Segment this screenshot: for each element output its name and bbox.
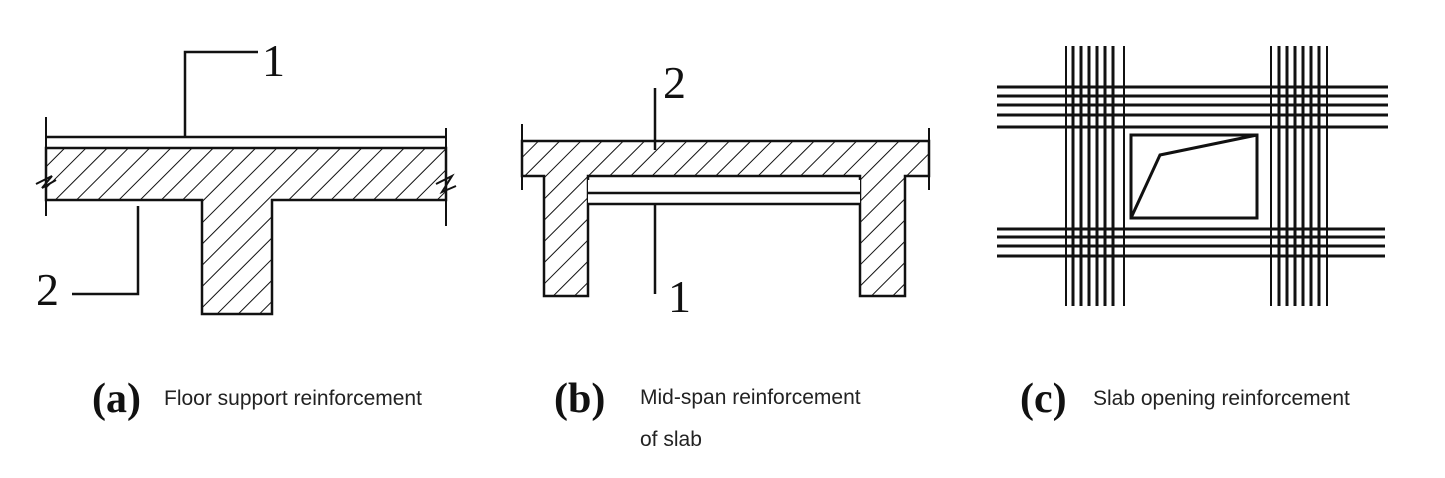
panel-b-callout-1: 1 [668,271,691,322]
panel-c-letter: (c) [1020,376,1067,422]
panel-c-caption: (c) Slab opening reinforcement [1020,376,1350,422]
panel-b-caption-line-1: Mid-span reinforcement [640,386,861,409]
panel-b-callout-2: 2 [663,57,686,108]
panel-c-bottom-horizontal-bars [997,227,1385,258]
panel-b-drawing: 2 1 [520,57,931,322]
panel-c-left-vertical-bars [1065,46,1125,306]
panel-b-caption-line-2: of slab [640,428,702,451]
panel-b-caption: (b) Mid-span reinforcement of slab [554,376,861,451]
panel-a-caption: (a) Floor support reinforcement [92,376,422,422]
panel-c-drawing [997,46,1388,306]
panel-a-drawing: 1 2 [35,35,457,316]
panel-a-leader-1 [183,50,258,137]
panel-c-opening-diagonal [1129,133,1258,219]
panel-a-break-left [35,175,57,189]
panel-a-break-right [435,173,457,195]
panel-c-right-vertical-bars [1270,46,1328,306]
panel-a-callout-2: 2 [36,264,59,315]
panel-b-section [520,139,931,298]
panel-a-letter: (a) [92,376,141,422]
panel-a-caption-line-1: Floor support reinforcement [164,387,422,410]
panel-a-callout-1: 1 [262,35,285,86]
panel-a-section [44,146,448,316]
panel-a-leader-2 [72,206,140,296]
panel-c-caption-line-1: Slab opening reinforcement [1093,387,1350,410]
panel-c-top-horizontal-bars [997,85,1388,129]
panel-b-letter: (b) [554,376,605,422]
